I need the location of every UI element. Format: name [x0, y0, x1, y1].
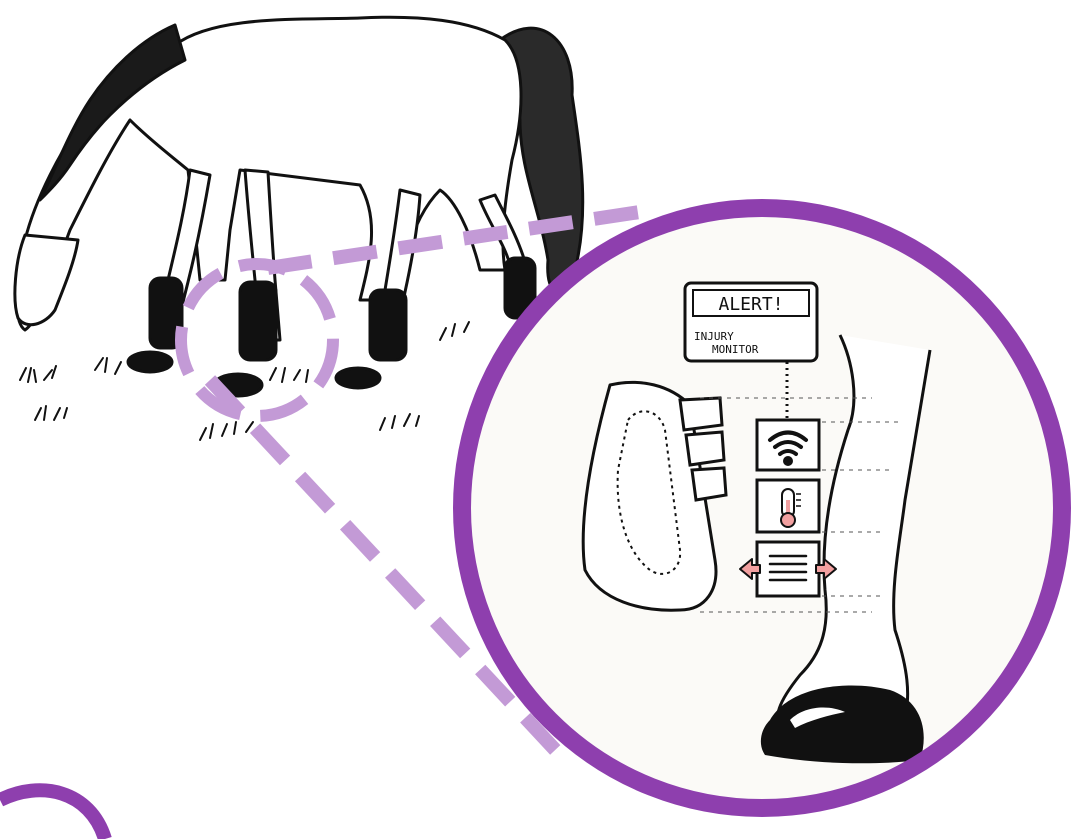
thermometer-sensor — [757, 480, 819, 532]
horse-head — [15, 235, 78, 325]
corner-mark — [0, 790, 105, 839]
inset-content: ALERT! INJURY MONITOR — [560, 240, 980, 800]
hoof-hind-left — [336, 368, 380, 388]
alert-line2: MONITOR — [712, 343, 759, 356]
wifi-sensor — [757, 420, 819, 470]
alert-line1: INJURY — [694, 330, 734, 343]
alert-title: ALERT! — [718, 294, 783, 315]
boot-front-right — [240, 282, 276, 360]
hoof-front-left — [128, 352, 172, 372]
alert-panel: ALERT! INJURY MONITOR — [685, 283, 817, 361]
boot-hind-left — [370, 290, 406, 360]
grazing-horse — [15, 17, 583, 396]
